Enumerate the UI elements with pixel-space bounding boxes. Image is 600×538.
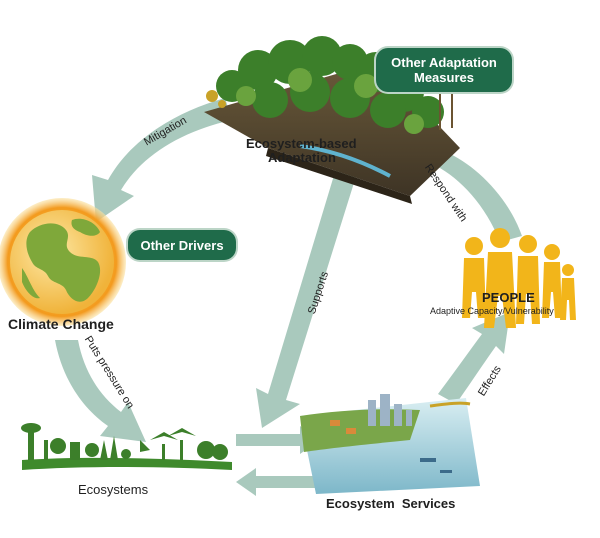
other-adaptation-line1: Other Adaptation (391, 55, 497, 70)
effects-arrow (438, 312, 510, 404)
supports-arrow (256, 162, 358, 428)
ecosystems-illustration (21, 423, 232, 470)
ecosystem-services-illustration (300, 394, 480, 494)
people-subtitle: Adaptive Capacity/Vulnerability (430, 306, 554, 316)
globe-illustration (0, 198, 126, 326)
other-adaptation-line2: Measures (414, 70, 474, 85)
eba-label-line2: Adaptation (268, 150, 336, 165)
puts-pressure-arrow (55, 340, 146, 442)
eba-label-line1: Ecosystem-based (246, 136, 357, 151)
services-to-ecosystems-arrow (236, 468, 320, 496)
people-illustration (462, 228, 576, 328)
ecosystem-based-adaptation-illustration (204, 36, 460, 204)
people-title: PEOPLE (482, 290, 535, 305)
ecosystems-label: Ecosystems (78, 482, 149, 497)
other-adaptation-measures-pill: Other Adaptation Measures (376, 48, 512, 92)
ecosystems-to-services-arrow (236, 426, 320, 454)
other-drivers-pill: Other Drivers (128, 230, 236, 260)
climate-change-label: Climate Change (8, 316, 114, 332)
ecosystem-services-label: Ecosystem Services (326, 496, 456, 511)
mitigation-arrow (92, 98, 232, 222)
